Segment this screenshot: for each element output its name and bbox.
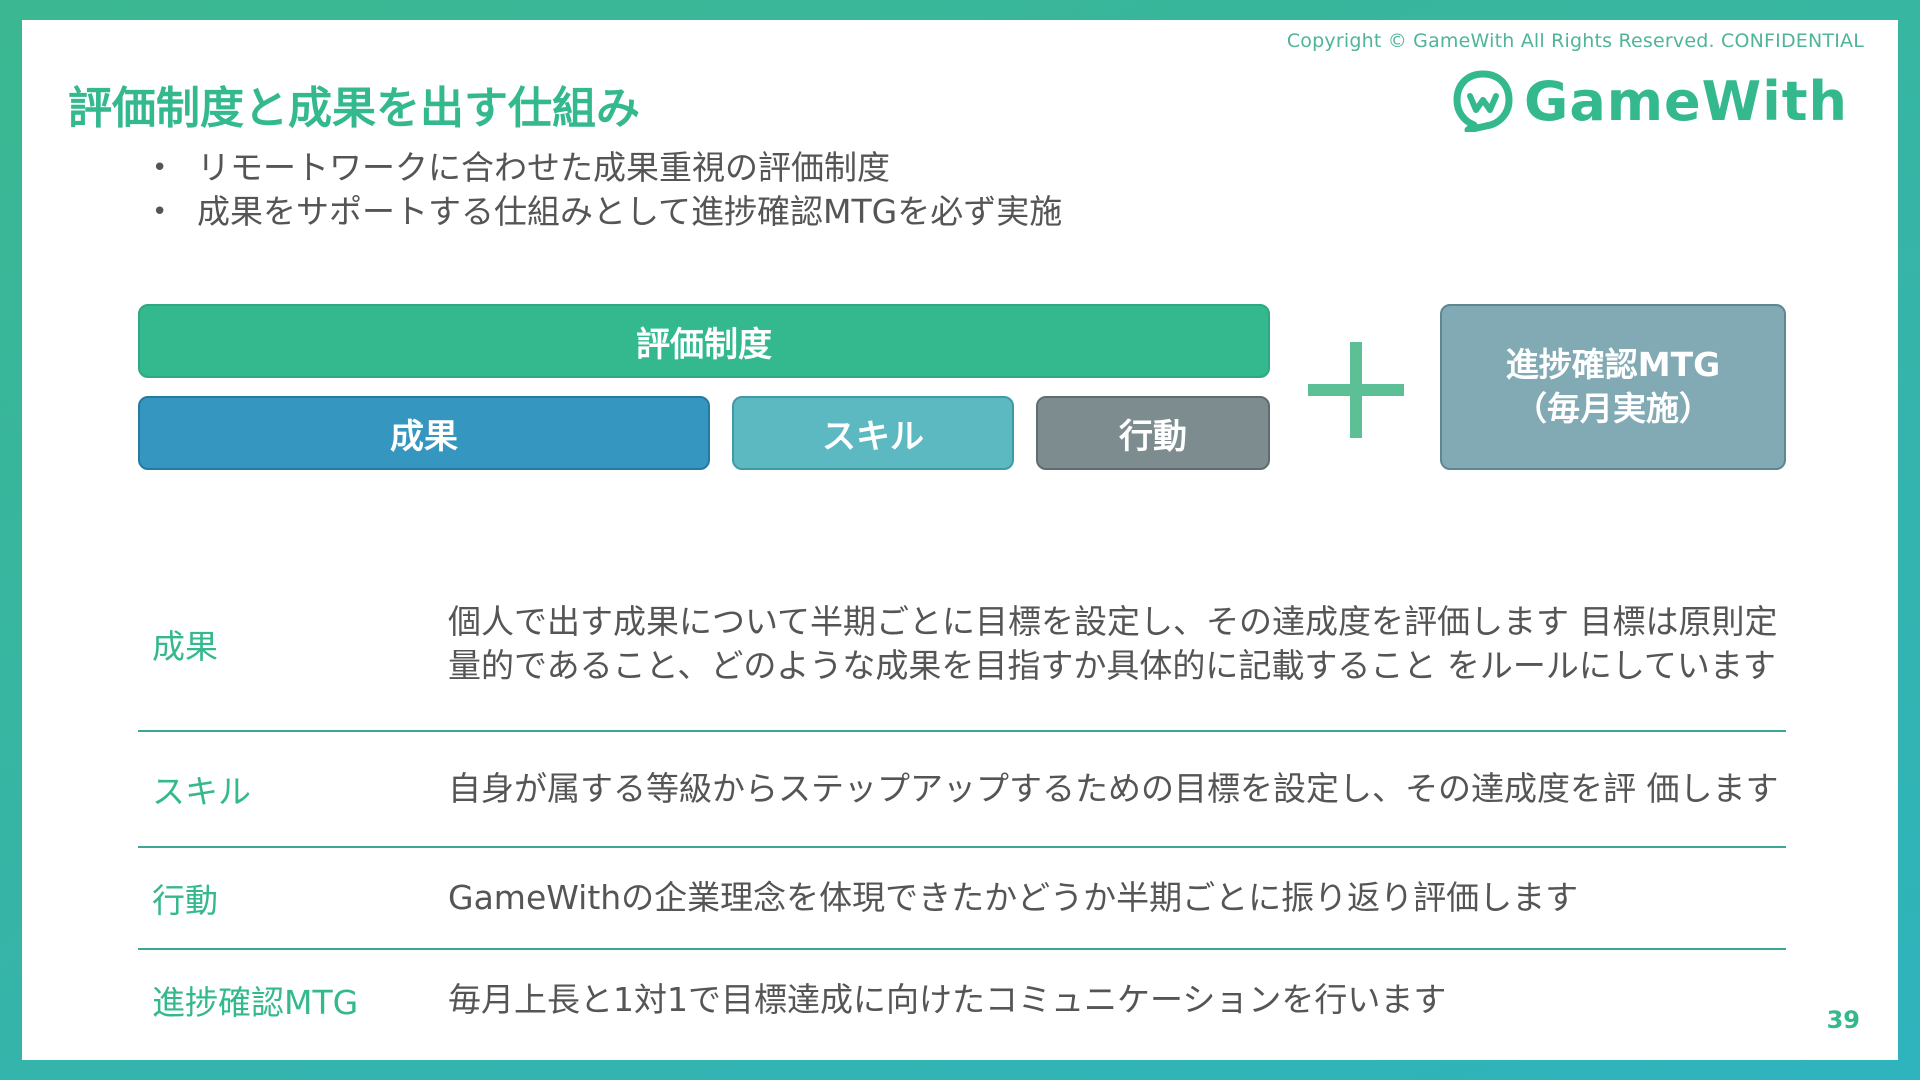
row-description: 毎月上長と1対1で目標達成に向けたコミュニケーションを行います [448, 980, 1447, 1019]
bullet-dot-icon: • [152, 153, 168, 183]
row-description: GameWithの企業理念を体現できたかどうか半期ごとに振り返り評価します [448, 878, 1579, 917]
row-label: 進捗確認MTG [152, 983, 359, 1022]
bullet-list: • リモートワークに合わせた成果重視の評価制度 • 成果をサポートする仕組みとして進… [152, 146, 1062, 234]
evaluation-system-box: 評価制度 [138, 304, 1270, 378]
copyright-notice: Copyright © GameWith All Rights Reserved… [1286, 30, 1864, 52]
gamewith-logo-icon [1453, 70, 1513, 132]
gamewith-logo: GameWith [1452, 66, 1848, 136]
mtg-frequency: （毎月実施） [1514, 389, 1712, 428]
results-box: 成果 [138, 396, 710, 470]
bullet-text: リモートワークに合わせた成果重視の評価制度 [197, 148, 890, 187]
bullet-item: • 成果をサポートする仕組みとして進捗確認MTGを必ず実施 [152, 190, 1062, 234]
row-label: 行動 [152, 881, 218, 920]
bullet-item: • リモートワークに合わせた成果重視の評価制度 [152, 146, 1062, 190]
row-label: スキル [152, 772, 251, 811]
table-row: 進捗確認MTG 毎月上長と1対1で目標達成に向けたコミュニケーションを行います [138, 950, 1786, 1050]
bullet-text: 成果をサポートする仕組みとして進捗確認MTGを必ず実施 [197, 192, 1063, 231]
page-title: 評価制度と成果を出す仕組み [68, 83, 640, 134]
mtg-title: 進捗確認MTG [1505, 345, 1721, 384]
page-number: 39 [1826, 1006, 1860, 1034]
table-row: 成果 個人で出す成果について半期ごとに目標を設定し、その達成度を評価します 目標… [138, 558, 1786, 732]
table-row: スキル 自身が属する等級からステップアップするための目標を設定し、その達成度を評… [138, 732, 1786, 848]
bullet-dot-icon: • [152, 197, 168, 227]
table-row: 行動 GameWithの企業理念を体現できたかどうか半期ごとに振り返り評価します [138, 848, 1786, 950]
progress-mtg-box: 進捗確認MTG （毎月実施） [1440, 304, 1786, 470]
slide: Copyright © GameWith All Rights Reserved… [22, 20, 1898, 1060]
plus-icon [1308, 342, 1404, 438]
row-label: 成果 [152, 627, 218, 666]
logo-wordmark: GameWith [1524, 69, 1848, 133]
skill-box: スキル [732, 396, 1014, 470]
row-description: 個人で出す成果について半期ごとに目標を設定し、その達成度を評価します 目標は原則… [448, 602, 1778, 685]
behavior-box: 行動 [1036, 396, 1270, 470]
row-description: 自身が属する等級からステップアップするための目標を設定し、その達成度を評 価しま… [448, 769, 1779, 808]
description-table: 成果 個人で出す成果について半期ごとに目標を設定し、その達成度を評価します 目標… [138, 558, 1786, 1050]
